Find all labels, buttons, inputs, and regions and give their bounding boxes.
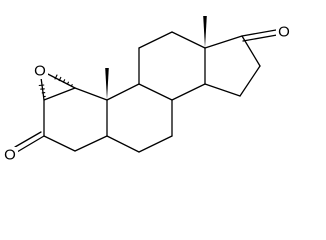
ring-a-ketone-oxygen-label: O: [4, 147, 16, 164]
bond: [241, 29, 277, 37]
bond: [43, 87, 76, 101]
ring-d-ketone-oxygen-label: O: [278, 24, 290, 41]
bond: [204, 35, 243, 49]
c1-hashed-wedge: [54, 74, 73, 87]
steroid-structure-diagram: O O O: [4, 16, 290, 164]
bond: [171, 31, 206, 49]
bond: [171, 83, 206, 101]
bond: [138, 83, 173, 101]
bond: [138, 31, 173, 49]
c19-methyl-wedge: [105, 68, 109, 100]
bond: [239, 65, 261, 97]
bond: [74, 135, 108, 152]
bond: [74, 87, 108, 101]
bond: [14, 131, 42, 148]
epoxide-oxygen-label: O: [34, 63, 46, 80]
bond: [204, 83, 241, 97]
c18-methyl-wedge: [203, 16, 207, 48]
bond: [242, 34, 278, 42]
bond: [138, 135, 173, 153]
bond: [106, 83, 140, 101]
bond: [43, 135, 76, 152]
c2-hashed-wedge: [38, 84, 46, 98]
bond: [16, 135, 45, 153]
bond: [106, 135, 140, 153]
